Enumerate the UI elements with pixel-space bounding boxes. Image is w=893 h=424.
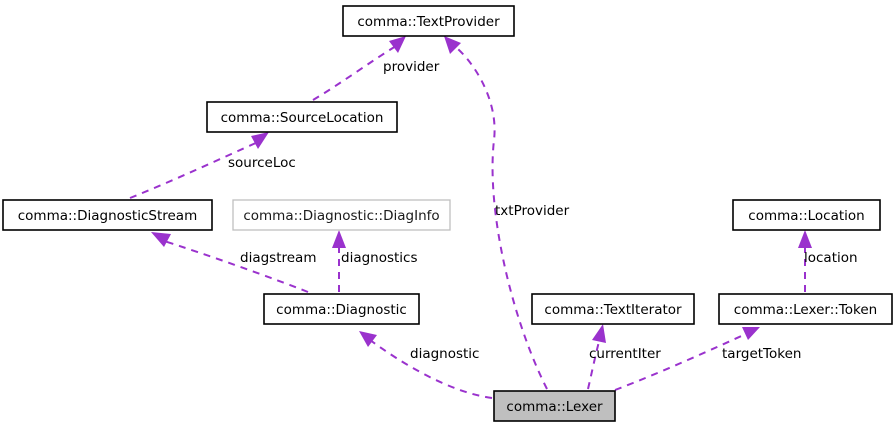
- edge-sourceloc: [129, 132, 269, 199]
- edge-label-sourceloc: sourceLoc: [228, 155, 296, 171]
- nodes-layer: comma::TextProvider comma::SourceLocatio…: [2, 5, 893, 422]
- edge-txtprovider: [444, 36, 548, 390]
- node-box-diagnosticstream[interactable]: [2, 199, 213, 231]
- edge-currentiter-path: [587, 337, 601, 390]
- edge-targettoken-path: [614, 332, 749, 391]
- node-comma-textprovider[interactable]: comma::TextProvider: [342, 5, 515, 37]
- node-label-diagnostic: comma::Diagnostic: [276, 302, 407, 318]
- edge-provider-arrowhead: [389, 36, 406, 53]
- node-comma-diagnostic-diaginfo[interactable]: comma::Diagnostic::DiagInfo: [232, 199, 451, 231]
- node-comma-lexer[interactable]: comma::Lexer: [493, 390, 616, 422]
- edge-diagstream-path: [163, 240, 309, 293]
- edge-label-diagnostics: diagnostics: [341, 250, 418, 266]
- edge-diagnostic-arrowhead: [359, 331, 377, 347]
- node-box-lexer[interactable]: [493, 390, 616, 422]
- node-box-diagnostic[interactable]: [263, 293, 420, 325]
- edge-location-arrowhead: [798, 230, 812, 248]
- node-label-lexer: comma::Lexer: [506, 399, 603, 415]
- node-box-textiterator[interactable]: [531, 293, 695, 325]
- edge-label-targettoken: targetToken: [722, 346, 801, 362]
- node-comma-lexer-token[interactable]: comma::Lexer::Token: [718, 293, 893, 325]
- node-box-location[interactable]: [732, 199, 881, 231]
- node-box-sourcelocation[interactable]: [206, 101, 398, 133]
- edge-label-txtprovider: txtProvider: [495, 203, 570, 219]
- edge-diagnostics: [332, 230, 346, 292]
- edge-diagstream-arrowhead: [151, 232, 171, 247]
- edge-label-currentiter: currentIter: [589, 346, 661, 362]
- edge-diagstream: [151, 232, 309, 293]
- edge-sourceloc-arrowhead: [251, 132, 269, 149]
- edge-label-diagnostic: diagnostic: [410, 346, 479, 362]
- edge-sourceloc-path: [129, 141, 259, 199]
- edge-txtprovider-path: [451, 43, 548, 390]
- node-label-textprovider: comma::TextProvider: [357, 14, 500, 30]
- node-comma-diagnosticstream[interactable]: comma::DiagnosticStream: [2, 199, 213, 231]
- node-label-lexertoken: comma::Lexer::Token: [734, 302, 877, 318]
- node-label-textiterator: comma::TextIterator: [544, 302, 682, 318]
- edge-targettoken-arrowhead: [742, 327, 760, 340]
- node-label-sourcelocation: comma::SourceLocation: [221, 110, 384, 126]
- edge-label-location: location: [804, 250, 858, 266]
- edge-currentiter: [587, 324, 606, 390]
- edge-provider: [312, 36, 406, 101]
- edge-diagnostic-path: [369, 339, 493, 399]
- node-comma-location[interactable]: comma::Location: [732, 199, 881, 231]
- edge-currentiter-arrowhead: [592, 324, 606, 343]
- node-box-lexertoken[interactable]: [718, 293, 893, 325]
- node-comma-textiterator[interactable]: comma::TextIterator: [531, 293, 695, 325]
- edge-label-provider: provider: [383, 59, 440, 75]
- node-comma-diagnostic[interactable]: comma::Diagnostic: [263, 293, 420, 325]
- node-comma-sourcelocation[interactable]: comma::SourceLocation: [206, 101, 398, 133]
- edge-labels-layer: provider sourceLoc diagstream diagnostic…: [228, 59, 858, 362]
- edge-txtprovider-arrowhead: [444, 36, 461, 54]
- node-box-textprovider[interactable]: [342, 5, 515, 37]
- node-label-location: comma::Location: [748, 208, 864, 224]
- edges-layer: [129, 36, 812, 399]
- node-box-diaginfo[interactable]: [232, 199, 451, 231]
- edge-diagnostic: [359, 331, 493, 399]
- edge-location: [798, 230, 812, 292]
- edge-label-diagstream: diagstream: [240, 250, 316, 266]
- edge-targettoken: [614, 327, 760, 391]
- node-label-diagnosticstream: comma::DiagnosticStream: [18, 208, 198, 224]
- node-label-diaginfo: comma::Diagnostic::DiagInfo: [243, 208, 439, 224]
- edge-diagnostics-arrowhead: [332, 230, 346, 248]
